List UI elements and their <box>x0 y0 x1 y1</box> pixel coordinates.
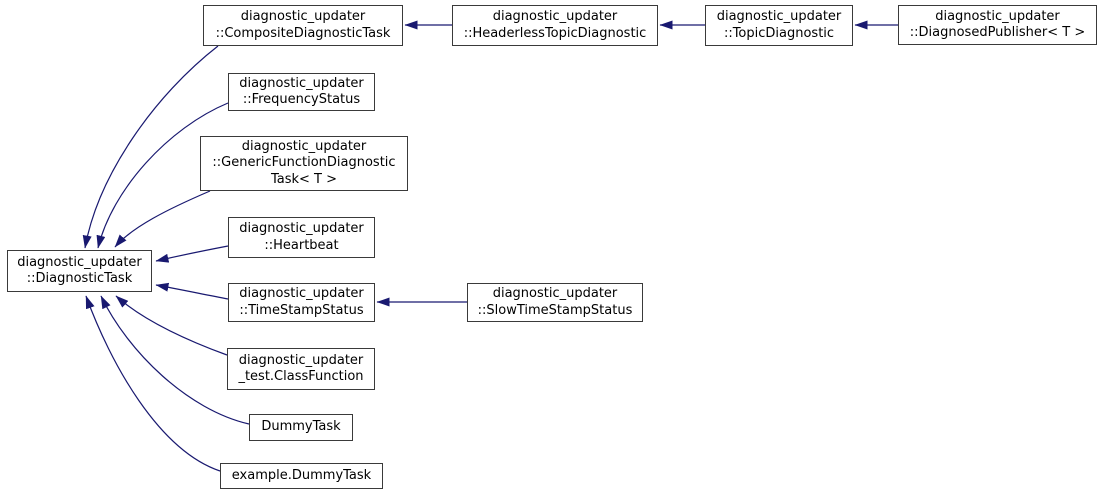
node-example-dummy-task[interactable]: example.DummyTask <box>220 463 383 489</box>
node-dummy-task[interactable]: DummyTask <box>249 414 353 441</box>
edge-dummytask-to-diagnostictask <box>100 295 250 425</box>
edge-heartbeat-to-diagnostictask <box>155 245 229 263</box>
node-time-stamp-status[interactable]: diagnostic_updater ::TimeStampStatus <box>228 283 375 322</box>
edge-composite-to-diagnostictask <box>82 45 219 249</box>
node-generic-function-diagnostic-task[interactable]: diagnostic_updater ::GenericFunctionDiag… <box>200 136 408 191</box>
edge-generic-to-diagnostictask <box>114 190 211 248</box>
node-test-class-function[interactable]: diagnostic_updater _test.ClassFunction <box>227 348 375 390</box>
node-frequency-status[interactable]: diagnostic_updater ::FrequencyStatus <box>228 73 375 111</box>
node-diagnosed-publisher[interactable]: diagnostic_updater ::DiagnosedPublisher<… <box>898 5 1097 45</box>
edge-frequency-to-diagnostictask <box>96 102 229 249</box>
node-slow-time-stamp-status[interactable]: diagnostic_updater ::SlowTimeStampStatus <box>467 283 643 322</box>
edge-classfunction-to-diagnostictask <box>115 295 228 356</box>
node-headerless-topic-diagnostic[interactable]: diagnostic_updater ::HeaderlessTopicDiag… <box>452 5 658 46</box>
edge-timestamp-to-diagnostictask <box>155 282 229 300</box>
edge-exampledummytask-to-diagnostictask <box>85 295 221 472</box>
node-composite-diagnostic-task[interactable]: diagnostic_updater ::CompositeDiagnostic… <box>203 5 403 46</box>
node-diagnostic-task[interactable]: diagnostic_updater ::DiagnosticTask <box>7 250 152 292</box>
node-heartbeat[interactable]: diagnostic_updater ::Heartbeat <box>228 217 375 258</box>
node-topic-diagnostic[interactable]: diagnostic_updater ::TopicDiagnostic <box>705 5 853 46</box>
